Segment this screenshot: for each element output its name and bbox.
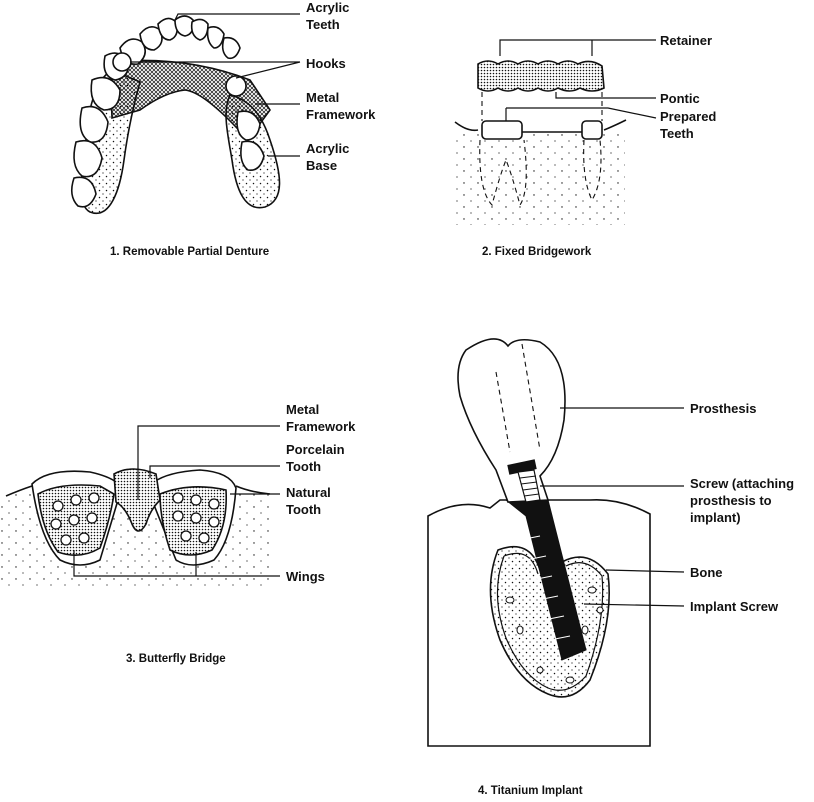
- panel-butterfly-bridge: Metal Framework Porcelain Tooth Natural …: [0, 402, 356, 665]
- label-acrylic-base-2: Base: [306, 158, 337, 173]
- label-metal-framework-2: Framework: [306, 107, 376, 122]
- label-acrylic-base-1: Acrylic: [306, 141, 349, 156]
- label-prosthesis: Prosthesis: [690, 401, 756, 416]
- prosthesis: [458, 339, 565, 502]
- label-acrylic-teeth-1: Acrylic: [306, 0, 349, 15]
- label-porcelain-tooth-2: Tooth: [286, 459, 321, 474]
- label-natural-tooth-1: Natural: [286, 485, 331, 500]
- hook-right: [226, 76, 246, 96]
- leader-pontic: [556, 92, 656, 98]
- acrylic-teeth: [120, 16, 240, 64]
- panel-fixed-bridgework: Retainer Pontic Prepared Teeth 2. Fixed …: [455, 33, 716, 258]
- panel-removable-partial-denture: Acrylic Teeth Hooks Metal Framework Acry…: [72, 0, 376, 258]
- label-screw-1: Screw (attaching: [690, 476, 794, 491]
- leader-retainer: [500, 40, 656, 56]
- label-wings: Wings: [286, 569, 325, 584]
- leader-acrylic-teeth: [175, 14, 300, 20]
- label-hooks: Hooks: [306, 56, 346, 71]
- prepared-tooth-right: [582, 121, 602, 139]
- label-implant-screw: Implant Screw: [690, 599, 779, 614]
- label-screw-2: prosthesis to: [690, 493, 772, 508]
- caption-panel-2: 2. Fixed Bridgework: [482, 246, 592, 258]
- label-metal-framework-1: Metal: [306, 90, 339, 105]
- label-bone: Bone: [690, 565, 723, 580]
- label-acrylic-teeth-2: Teeth: [306, 17, 340, 32]
- label-prepared-teeth-2: Teeth: [660, 126, 694, 141]
- label-prepared-teeth-1: Prepared: [660, 109, 716, 124]
- label-metal-framework-1: Metal: [286, 402, 319, 417]
- hook-left: [113, 53, 131, 71]
- label-natural-tooth-2: Tooth: [286, 502, 321, 517]
- caption-panel-4: 4. Titanium Implant: [478, 785, 583, 797]
- label-pontic: Pontic: [660, 91, 700, 106]
- label-porcelain-tooth-1: Porcelain: [286, 442, 345, 457]
- bridge: [478, 61, 604, 91]
- caption-panel-1: 1. Removable Partial Denture: [110, 246, 269, 258]
- label-retainer: Retainer: [660, 33, 712, 48]
- caption-panel-3: 3. Butterfly Bridge: [126, 653, 226, 665]
- prepared-tooth-left: [482, 121, 522, 139]
- label-screw-3: implant): [690, 510, 741, 525]
- panel-titanium-implant: Prosthesis Screw (attaching prosthesis t…: [428, 339, 794, 797]
- leader-prepared-teeth: [506, 108, 656, 121]
- label-metal-framework-2: Framework: [286, 419, 356, 434]
